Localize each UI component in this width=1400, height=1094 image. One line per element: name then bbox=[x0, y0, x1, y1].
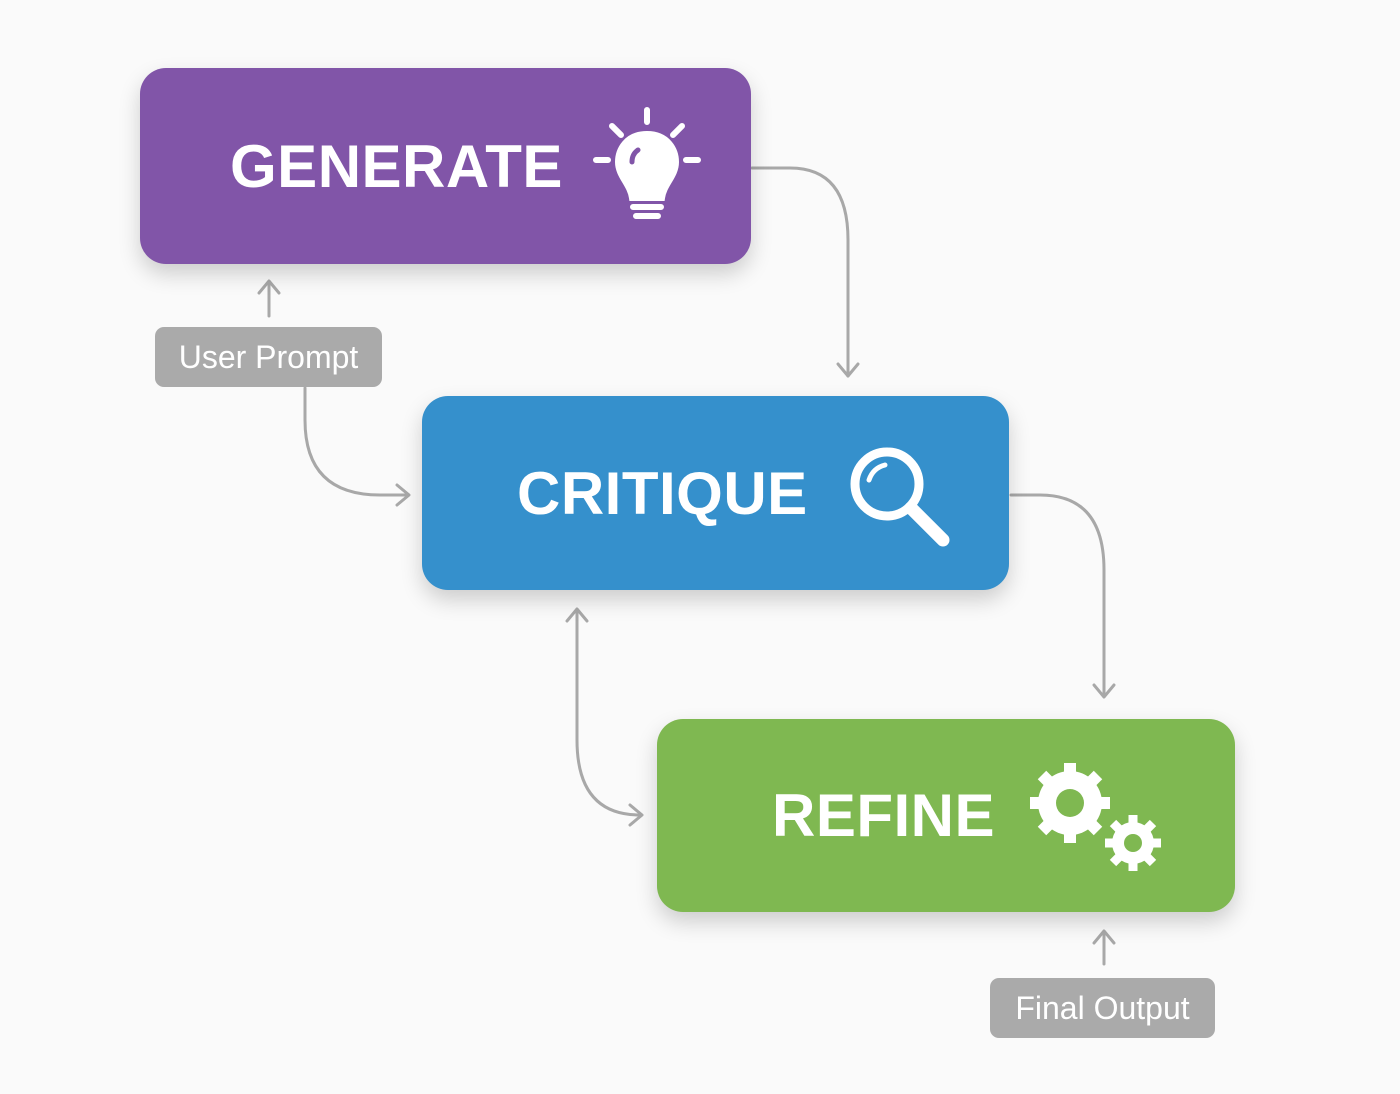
refine-label: REFINE bbox=[772, 782, 996, 849]
critique-step: CRITIQUE bbox=[422, 396, 1009, 590]
user-prompt-label: User Prompt bbox=[155, 327, 382, 387]
arrow-refine-to-final-output bbox=[1092, 929, 1116, 966]
arrow-user-prompt-to-critique bbox=[303, 386, 411, 507]
generate-label: GENERATE bbox=[230, 132, 563, 200]
arrow-refine-critique-loop bbox=[565, 607, 644, 827]
arrow-user-prompt-to-generate bbox=[257, 279, 281, 318]
generate-step: GENERATE bbox=[140, 68, 751, 264]
magnifier-icon bbox=[850, 447, 950, 547]
final-output-label: Final Output bbox=[990, 978, 1215, 1038]
lightbulb-icon bbox=[593, 107, 701, 219]
refine-step: REFINE bbox=[657, 719, 1235, 912]
critique-label: CRITIQUE bbox=[517, 459, 808, 527]
arrow-critique-to-refine bbox=[1009, 493, 1116, 699]
gears-icon bbox=[1030, 763, 1161, 871]
arrow-generate-to-critique bbox=[750, 166, 860, 378]
